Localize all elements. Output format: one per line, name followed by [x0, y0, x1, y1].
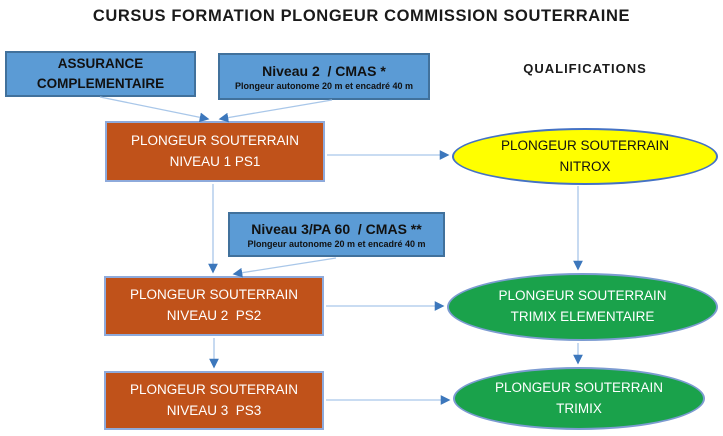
ps1-line1: PLONGEUR SOUTERRAIN	[130, 132, 300, 148]
ps2-line2: NIVEAU 2 PS2	[166, 308, 262, 323]
niveau2-cmas-box: Niveau 2 / CMAS * Plongeur autonome 20 m…	[218, 53, 430, 100]
trimix-ellipse: PLONGEUR SOUTERRAIN TRIMIX	[453, 367, 705, 430]
niveau2-cmas-title: Niveau 2 / CMAS *	[262, 62, 386, 79]
nitrox-line1: PLONGEUR SOUTERRAIN	[500, 137, 670, 153]
assurance-complementaire-box: ASSURANCE COMPLEMENTAIRE	[5, 51, 196, 97]
niveau3-pa60-cmas-box: Niveau 3/PA 60 / CMAS ** Plongeur autono…	[228, 212, 445, 257]
nitrox-line2: NITROX	[559, 158, 611, 174]
nitrox-ellipse: PLONGEUR SOUTERRAIN NITROX	[452, 128, 718, 185]
trimix-elementaire-ellipse: PLONGEUR SOUTERRAIN TRIMIX ELEMENTAIRE	[447, 273, 718, 341]
connector-niveau2-to-ps1	[218, 99, 333, 123]
diagram-title: CURSUS FORMATION PLONGEUR COMMISSION SOU…	[92, 7, 631, 25]
trimix-line1: PLONGEUR SOUTERRAIN	[494, 379, 664, 395]
niveau2-cmas-subtitle: Plongeur autonome 20 m et encadré 40 m	[234, 80, 414, 91]
ps1-line2: NIVEAU 1 PS1	[169, 153, 261, 169]
trimix-line2: TRIMIX	[556, 400, 602, 416]
ps2-line1: PLONGEUR SOUTERRAIN	[129, 287, 299, 303]
plongeur-souterrain-niveau3-box: PLONGEUR SOUTERRAIN NIVEAU 3 PS3	[104, 371, 324, 430]
qualifications-heading: QUALIFICATIONS	[523, 61, 647, 76]
ps3-line2: NIVEAU 3 PS3	[166, 402, 262, 418]
ps3-line1: PLONGEUR SOUTERRAIN	[129, 381, 299, 397]
niveau3-pa60-cmas-title: Niveau 3/PA 60 / CMAS **	[251, 220, 422, 237]
assurance-complementaire-label: ASSURANCE COMPLEMENTAIRE	[36, 56, 165, 91]
niveau3-pa60-cmas-subtitle: Plongeur autonome 20 m et encadré 40 m	[247, 238, 426, 249]
connector-assurance-to-ps1	[99, 96, 210, 123]
trimix-elementaire-line1: PLONGEUR SOUTERRAIN	[498, 288, 667, 304]
connector-niveau3-to-ps2	[232, 257, 337, 278]
plongeur-souterrain-niveau1-box: PLONGEUR SOUTERRAIN NIVEAU 1 PS1	[105, 121, 325, 182]
trimix-elementaire-line2: TRIMIX ELEMENTAIRE	[510, 309, 655, 324]
plongeur-souterrain-niveau2-box: PLONGEUR SOUTERRAIN NIVEAU 2 PS2	[104, 276, 324, 336]
